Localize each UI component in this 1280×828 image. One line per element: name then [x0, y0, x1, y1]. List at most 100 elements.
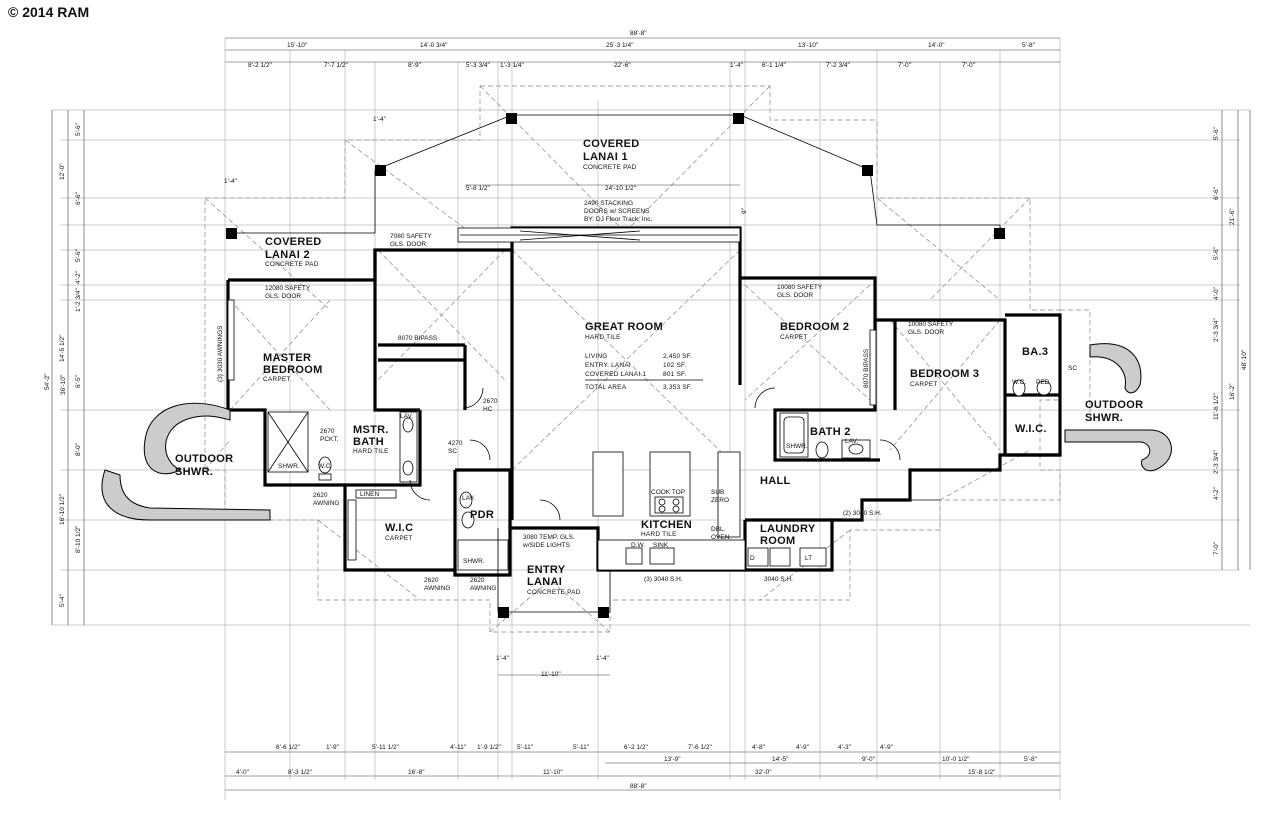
dimension-grid [52, 38, 1250, 800]
dim-top-2: 1'-4" [730, 62, 744, 69]
dim-right-seg: 5'-6" [1213, 126, 1220, 140]
dim-top-2: 6'-1 1/4" [762, 62, 786, 69]
dim-bottom-1: 6'-6 1/2" [276, 744, 300, 751]
dim-bottom-1: 4'-3" [838, 744, 852, 751]
dim-small: 1'-4" [224, 178, 238, 185]
bedroom-3-sub: CARPET [910, 381, 938, 388]
wic-right-name: W.I.C. [1015, 423, 1047, 435]
dim-bottom-2: 9'-0" [862, 756, 876, 763]
dim-top-2: 7'-2 3/4" [826, 62, 850, 69]
dim-top-1: 14'-0" [928, 42, 945, 49]
overall-width-top: 88'-8" [630, 30, 647, 37]
area-row-value: 2,450 SF. [663, 353, 692, 360]
stacking-note-2: DOORS w/ SCREENS [584, 208, 650, 215]
master-bedroom-sub: CARPET [263, 376, 291, 383]
outdoor-shwr-left-name-1: OUTDOOR [175, 453, 233, 465]
laundry-name-2: ROOM [760, 535, 795, 547]
copyright-notice: © 2014 RAM [8, 4, 90, 20]
covered-lanai-2-name-1: COVERED [265, 236, 322, 248]
dim-top-2: 7'-7 1/2" [324, 62, 348, 69]
dim-bottom-3: 4'-0" [236, 769, 250, 776]
dim-small: 1'-4" [496, 655, 510, 662]
dim-right-mid: 21'-6" [1229, 208, 1236, 225]
dim-bottom-2: 14'-5" [772, 756, 789, 763]
dim-bottom-3: 11'-10" [543, 769, 563, 776]
glass-openings [227, 227, 877, 406]
sub-zero-label-1: SUB [711, 489, 724, 496]
wc-label-ba3: W.C. [1012, 379, 1026, 386]
dbl-oven-label-1: DBL. [711, 526, 726, 533]
dim-entry-width: 11'-10" [541, 671, 561, 678]
bipass-note: 8070 BIPASS [398, 335, 438, 342]
dim-top-2: 22'-6" [614, 62, 631, 69]
kitchen-sub: HARD TILE [641, 531, 677, 538]
dim-bottom-3: 15'-8 1/2" [968, 769, 996, 776]
linen-label: LINEN [360, 491, 379, 498]
sink-label: SINK [653, 542, 669, 549]
area-table: LIVING 2,450 SF. ENTRY. LANAI 102 SF. CO… [585, 353, 703, 391]
dim-bottom-1: 4'-8" [752, 744, 766, 751]
dim-right-seg: 7'-0" [1213, 541, 1220, 555]
dim-bottom-3: 16'-8" [408, 769, 425, 776]
door-pckt-note-2: PCKT. [320, 436, 339, 443]
dimension-lines [51, 37, 1251, 791]
dim-bottom-1: 4'-9" [880, 744, 894, 751]
dim-right-seg: 5'-6" [1213, 246, 1220, 260]
dim-right-seg: 11'-6 1/2" [1213, 392, 1220, 420]
door-7080-note-1: 7080 SAFETY [390, 233, 432, 240]
area-total-value: 3,353 SF. [663, 384, 692, 391]
awning-note-1b: AWNING [313, 500, 339, 507]
door-10080-b2-note-1: 10080 SAFETY [777, 284, 823, 291]
wic-master-sub: CARPET [385, 535, 413, 542]
dim-left-seg: 5'-4" [59, 593, 66, 607]
dim-left-seg: 4'-2" [75, 270, 82, 284]
dim-top-2: 8'-2 1/2" [248, 62, 272, 69]
entry-door-note-2: w/SIDE LIGHTS [522, 542, 571, 549]
dim-top-2: 8'-9" [408, 62, 422, 69]
outdoor-shwr-left-name-2: SHWR. [175, 466, 213, 478]
area-total-label: TOTAL AREA [585, 384, 627, 391]
kitchen-name: KITCHEN [641, 519, 692, 531]
bath-2-name: BATH 2 [810, 426, 851, 438]
dim-bottom-1: 1'-9" [326, 744, 340, 751]
dim-top-2: 5'-3 3/4" [466, 62, 490, 69]
dim-left-seg: 6'-5" [75, 374, 82, 388]
dim-top-2: 7'-0" [962, 62, 976, 69]
dim-left-seg: 5'-6" [75, 122, 82, 136]
covered-lanai-1-edge [374, 114, 1001, 232]
door-sc-note-2: SC [448, 448, 457, 455]
dim-small: 1'-4" [596, 655, 610, 662]
awning-note-2a: 2620 [424, 577, 439, 584]
dim-small: 1'-4" [373, 116, 387, 123]
entry-lanai-name-2: LANAI [527, 576, 562, 588]
outdoor-shower-left [101, 402, 271, 521]
shower-label-bath2: SHWR. [786, 443, 808, 450]
dim-bottom-2: 13'-9" [664, 756, 681, 763]
dim-bottom-1: 5'-11" [573, 744, 590, 751]
master-bedroom-name-2: BEDROOM [263, 364, 323, 376]
covered-lanai-2-sub: CONCRETE PAD [265, 261, 319, 268]
dim-left-seg: 6'-6" [75, 191, 82, 205]
bedroom-3-name: BEDROOM 3 [910, 368, 979, 380]
covered-lanai-2-edge [231, 170, 376, 234]
great-room-name: GREAT ROOM [585, 321, 663, 333]
stacking-note-3: BY: DJ Floor Track, Inc. [584, 216, 652, 223]
shower-label-pdr: SHWR. [463, 558, 485, 565]
door-pckt-note-1: 2670 [320, 428, 335, 435]
dim-bottom-1: 6'-2 1/2" [624, 744, 648, 751]
dim-bottom-1: 1'-9 1/2" [477, 744, 501, 751]
hall-name: HALL [760, 475, 791, 487]
outdoor-shwr-right-name-1: OUTDOOR [1085, 399, 1143, 411]
dim-left-seg: 16'-10 1/2" [59, 493, 66, 525]
ba-3-name: BA.3 [1022, 346, 1048, 358]
area-row-value: 801 SF. [663, 371, 686, 378]
outdoor-shower-right [1064, 343, 1172, 472]
covered-lanai-1-name-1: COVERED [583, 138, 640, 150]
covered-lanai-1-sub: CONCRETE PAD [583, 164, 637, 171]
awning-note-2b: AWNING [424, 585, 450, 592]
great-room-sub: HARD TILE [585, 334, 621, 341]
awning-note-3a: 2620 [470, 577, 485, 584]
dim-left-mid: 36'-10" [60, 374, 67, 395]
area-row-value: 102 SF. [663, 362, 686, 369]
